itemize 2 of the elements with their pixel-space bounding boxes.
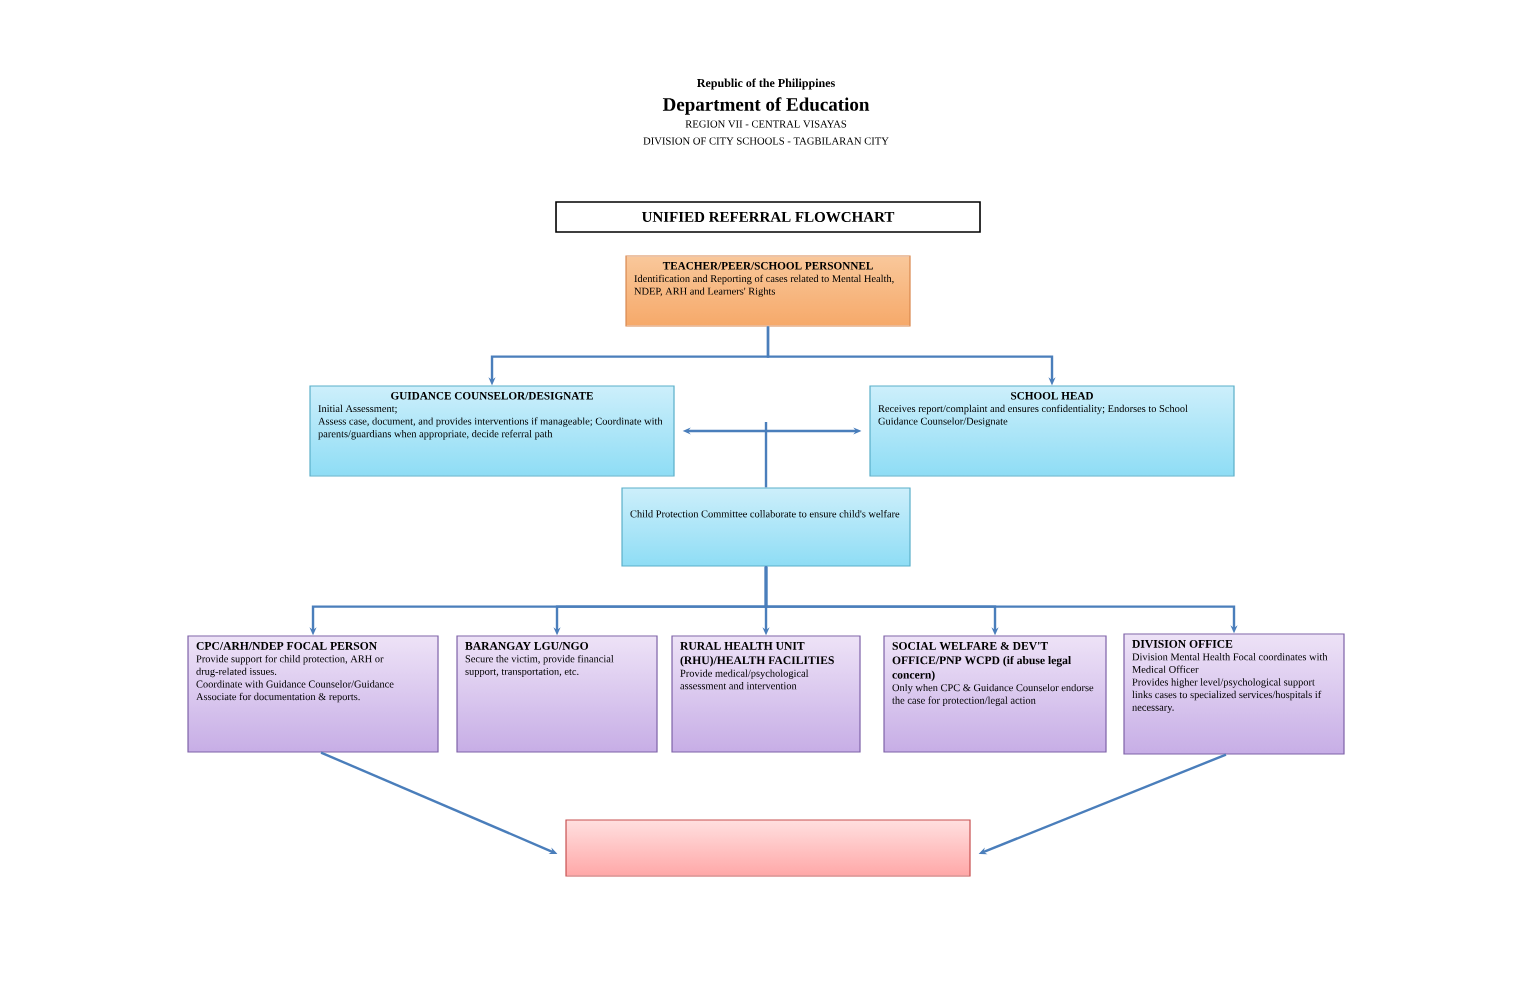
header-text: Department of Education bbox=[662, 97, 870, 115]
empty-box bbox=[565, 819, 971, 877]
